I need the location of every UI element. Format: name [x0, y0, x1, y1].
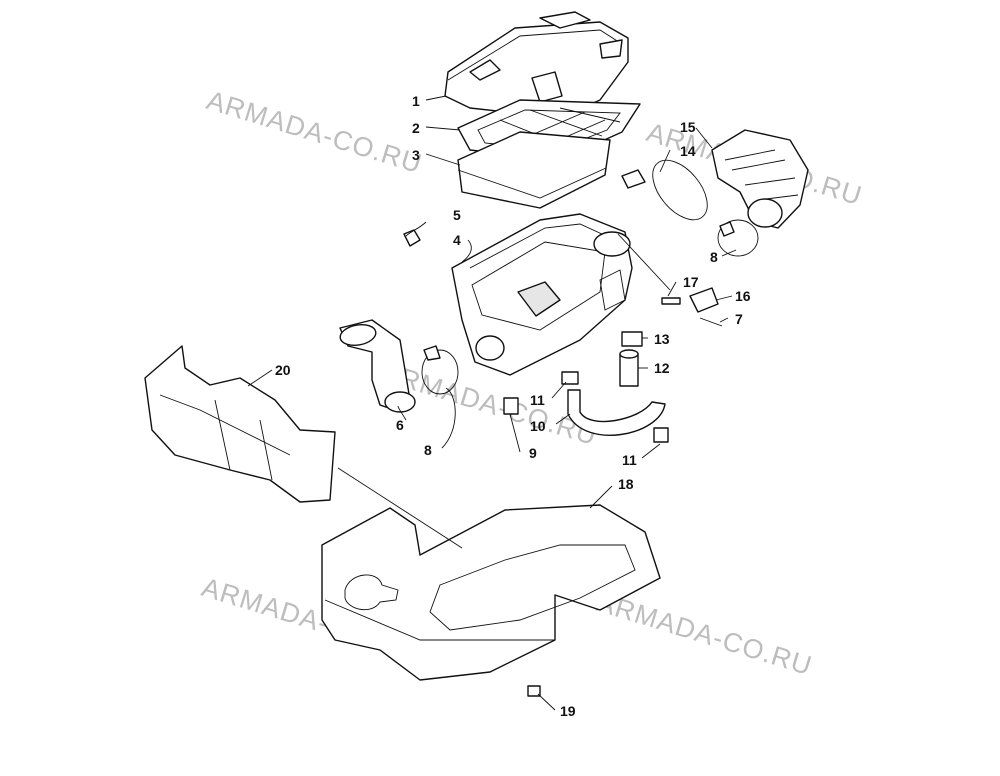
breather-hose [561, 371, 669, 443]
band-clamp-14 [621, 159, 708, 221]
callout-4: 4 [453, 232, 461, 248]
shroud-20 [144, 345, 336, 503]
clip-part-5 [403, 229, 421, 247]
drain-cap [621, 331, 643, 347]
callout-7: 7 [735, 311, 743, 327]
callout-13: 13 [654, 331, 670, 347]
fitting-9 [503, 397, 519, 415]
watermark-5: ARMADA-CO.RU [593, 587, 816, 681]
callout-11-upper: 11 [530, 392, 545, 408]
callout-19: 19 [560, 703, 576, 719]
grommet-parts [661, 287, 723, 327]
callout-11-lower: 11 [622, 452, 637, 468]
callout-labels: 1 2 3 5 4 15 14 8 17 16 7 13 12 11 10 9 … [275, 93, 751, 719]
callout-2: 2 [412, 120, 420, 136]
callout-14: 14 [680, 143, 696, 159]
hose-clamp-8-upper [717, 219, 759, 257]
drain-tube [619, 349, 639, 387]
callout-8-lower: 8 [424, 442, 432, 458]
callout-1: 1 [412, 93, 420, 109]
airbox-housing [451, 213, 633, 376]
intake-boot [711, 129, 809, 229]
watermark-1: ARMADA-CO.RU [203, 85, 426, 179]
hose-clamp-8-lower [421, 345, 459, 395]
callout-6: 6 [396, 417, 404, 433]
callout-20: 20 [275, 362, 291, 378]
callout-16: 16 [735, 288, 751, 304]
callout-5: 5 [453, 207, 461, 223]
callout-17: 17 [683, 274, 699, 290]
callout-12: 12 [654, 360, 670, 376]
callout-10: 10 [530, 418, 546, 434]
callout-3: 3 [412, 147, 420, 163]
filter-element [457, 131, 611, 209]
callout-8-upper: 8 [710, 249, 718, 265]
callout-9: 9 [529, 445, 537, 461]
airbox-cover [444, 11, 629, 119]
skid-plate-18 [321, 504, 661, 681]
intake-tube [339, 319, 416, 413]
leader-lines [247, 95, 737, 711]
callout-15: 15 [680, 119, 696, 135]
callout-18: 18 [618, 476, 634, 492]
